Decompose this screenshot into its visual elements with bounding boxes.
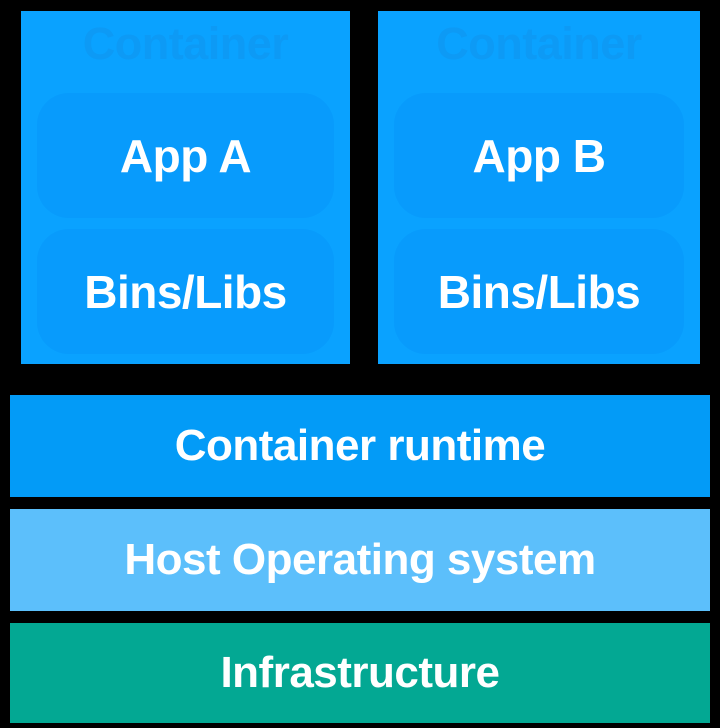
app-box-a: App A [37,93,334,218]
layer-bar-infrastructure-label: Infrastructure [220,648,500,697]
bins-libs-box-a: Bins/Libs [37,229,334,354]
app-box-b-label: App B [472,129,606,182]
bins-libs-box-b-label: Bins/Libs [437,265,641,318]
layer-bar-host-operating-system-label: Host Operating system [124,535,596,584]
layer-bar-host-operating-system: Host Operating system [10,509,710,611]
layer-bar-container-runtime-label: Container runtime [174,421,546,470]
app-box-a-label: App A [119,129,252,182]
container-watermark-right: Container [436,18,642,69]
container-inner-stack-right: App B Bins/Libs [378,93,700,359]
container-box-right: Container App B Bins/Libs [378,11,700,364]
bins-libs-box-a-label: Bins/Libs [84,265,287,318]
bins-libs-box-b: Bins/Libs [394,229,684,354]
container-box-left: Container App A Bins/Libs [21,11,350,364]
container-inner-stack-left: App A Bins/Libs [21,93,350,359]
layer-bar-infrastructure: Infrastructure [10,623,710,723]
app-box-b: App B [394,93,684,218]
layer-bar-container-runtime: Container runtime [10,395,710,497]
container-watermark-left: Container [82,18,289,69]
